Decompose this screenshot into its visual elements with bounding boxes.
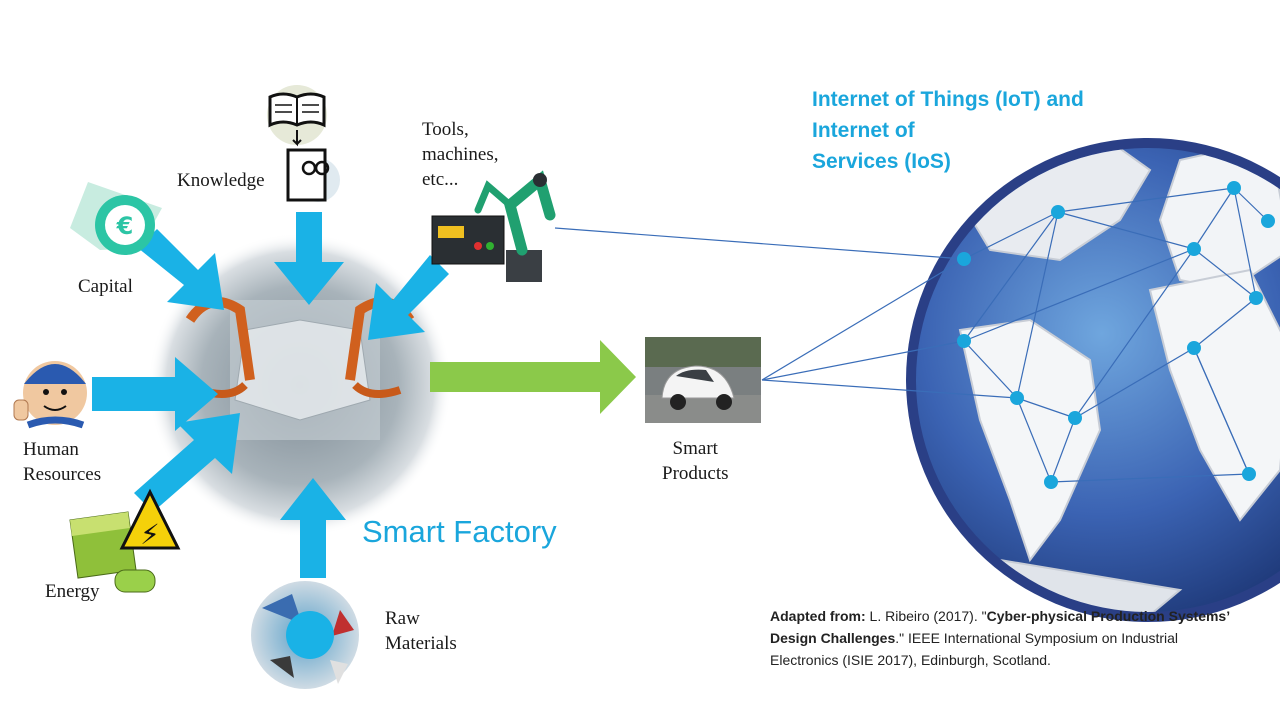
label-smart-products: Smart Products: [662, 438, 729, 484]
label-human-resources: Human Resources: [23, 439, 102, 485]
label-raw-materials: Raw Materials: [385, 608, 457, 654]
arrow-tools: [368, 255, 449, 340]
svg-text:€: €: [116, 212, 134, 240]
energy-icon: ⚡: [69, 488, 181, 593]
label-tools: Tools, machines, etc...: [422, 119, 499, 190]
citation: Adapted from: L. Ribeiro (2017). "Cyber-…: [770, 608, 1230, 668]
label-knowledge: Knowledge: [177, 170, 265, 191]
raw-materials-icon: [251, 581, 359, 689]
arrow-knowledge: [274, 212, 344, 305]
svg-text:⚡: ⚡: [140, 518, 160, 551]
arrow-smart-products: [430, 340, 636, 414]
worker-avatar-icon: [13, 361, 87, 429]
label-smart-factory: Smart Factory: [362, 514, 557, 549]
input-arrows: [92, 212, 449, 578]
arrow-raw-materials: [280, 478, 346, 578]
smart-car-image: [645, 337, 761, 423]
robot-arm-icon: [431, 170, 556, 282]
arrow-energy: [134, 413, 240, 512]
label-energy: Energy: [45, 581, 100, 602]
label-iot-ios: Internet of Things (IoT) and Internet of…: [812, 88, 1084, 173]
label-capital: Capital: [78, 276, 133, 297]
book-icon: [267, 85, 327, 147]
arrow-human-resources: [92, 357, 218, 431]
arrow-capital: [138, 229, 224, 310]
globe: [906, 138, 1280, 622]
network-lines: [554, 187, 1269, 483]
euro-icon: €: [70, 182, 162, 255]
thinking-person-icon: [286, 148, 340, 202]
network-nodes: [957, 181, 1275, 489]
